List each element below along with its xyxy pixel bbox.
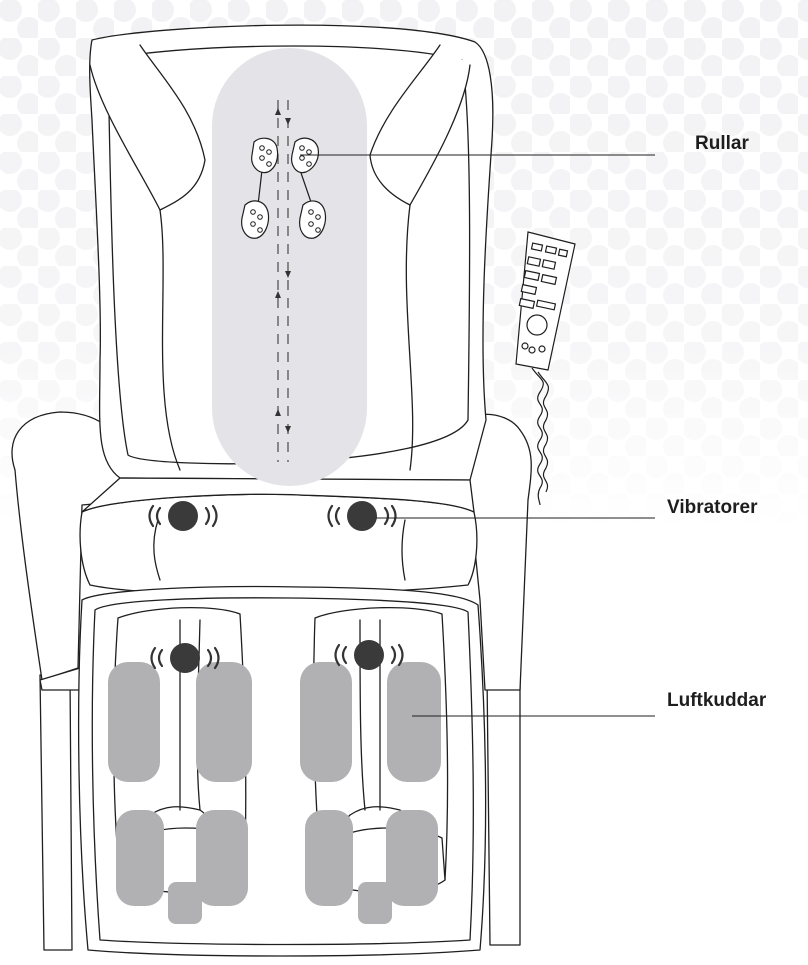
air-cushion — [386, 810, 438, 906]
air-cushion — [358, 882, 392, 924]
air-cushion — [196, 662, 252, 782]
callout-label-vibrators: Vibratorer — [667, 497, 757, 519]
callout-label-rollers: Rullar — [695, 133, 749, 155]
air-cushion — [300, 662, 352, 782]
vibrator-dot — [170, 643, 200, 673]
air-cushion — [116, 810, 164, 906]
air-cushion — [168, 882, 202, 924]
vibrator-dot — [347, 501, 377, 531]
roller-track — [212, 48, 367, 486]
air-cushion — [108, 662, 160, 782]
air-cushion — [387, 662, 441, 782]
seat-cushion — [80, 494, 477, 594]
vibrator-dot — [168, 501, 198, 531]
vibrator-dot — [354, 640, 384, 670]
callout-label-air-cushions: Luftkuddar — [667, 690, 766, 712]
air-cushion — [196, 810, 248, 906]
chair-base — [40, 675, 72, 950]
air-cushion — [305, 810, 353, 906]
